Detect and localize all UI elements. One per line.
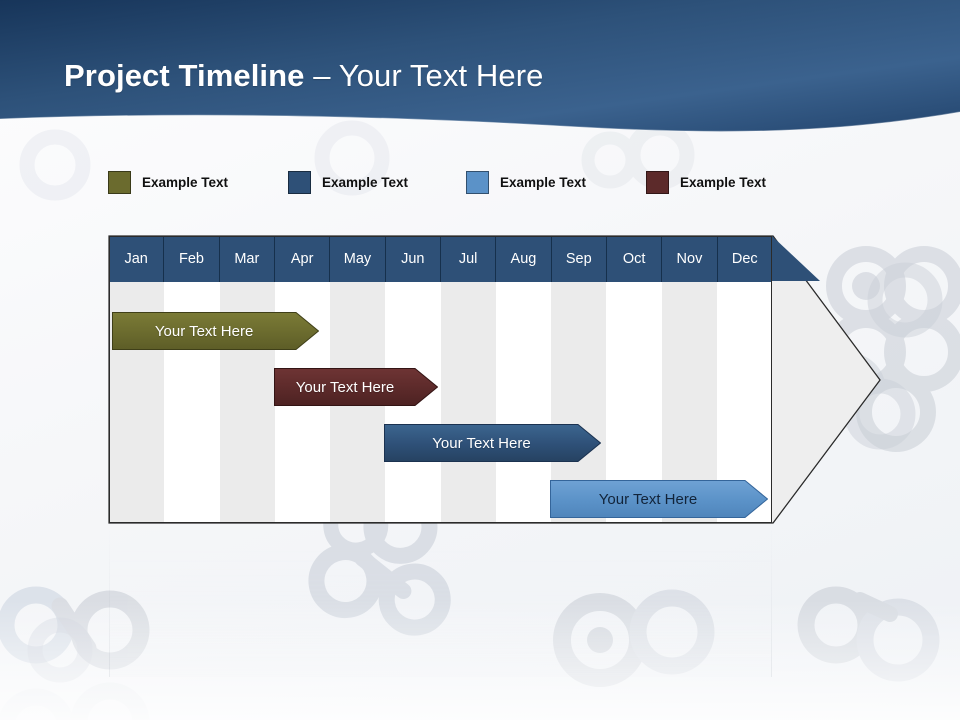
timeline-bars-layer: Your Text Here Your Text He [109, 282, 772, 523]
timeline-bar-1-shape [111, 312, 319, 350]
legend-item-4[interactable]: Example Text [646, 170, 767, 194]
timeline-bar-1[interactable]: Your Text Here [111, 312, 319, 350]
month-header-apr[interactable]: Apr [275, 236, 331, 282]
timeline-bar-4-shape [550, 480, 768, 518]
month-header-mar[interactable]: Mar [220, 236, 275, 282]
legend-label-1: Example Text [142, 174, 229, 190]
timeline-bar-1-label: Your Text Here [154, 322, 254, 340]
month-header-aug[interactable]: Aug [496, 236, 552, 282]
column-stripe-aug [495, 282, 551, 523]
legend-label-3: Example Text [500, 174, 587, 190]
timeline-bar-4-label: Your Text Here [598, 490, 698, 508]
legend-swatch-icon-2 [288, 170, 311, 194]
timeline-chart: Your Text Here Your Text He [108, 235, 881, 524]
page-title-regular: – Your Text Here [313, 58, 544, 93]
month-header-feb[interactable]: Feb [164, 236, 220, 282]
header-band [0, 0, 960, 140]
month-header-may[interactable]: May [330, 236, 386, 282]
month-header-dec[interactable]: Dec [731, 251, 758, 267]
month-header-sep[interactable]: Sep [552, 236, 607, 282]
legend-item-3[interactable]: Example Text [466, 170, 646, 194]
timeline-chart-body: Your Text Here Your Text He [109, 236, 772, 523]
legend-swatch-icon-4 [646, 170, 669, 194]
legend-item-1[interactable]: Example Text [108, 170, 288, 194]
month-header-jun[interactable]: Jun [386, 236, 441, 282]
timeline-bar-3-shape [384, 424, 601, 462]
legend-label-2: Example Text [322, 174, 409, 190]
chart-reflection-box [109, 527, 772, 677]
column-stripe-jul [440, 282, 496, 523]
chart-reflection [109, 527, 772, 677]
month-header-oct[interactable]: Oct [607, 236, 663, 282]
month-header-jan[interactable]: Jan [109, 236, 165, 282]
timeline-bar-3[interactable]: Your Text Here [384, 424, 601, 462]
page-title-bold: Project Timeline [64, 58, 305, 93]
page-title: Project Timeline – Your Text Here [64, 58, 543, 94]
timeline-bar-2-shape [274, 368, 438, 406]
timeline-bar-4[interactable]: Your Text Here [550, 480, 768, 518]
timeline-bar-2-label: Your Text Here [295, 378, 395, 396]
header-wave-shape [0, 0, 960, 133]
timeline-bar-2[interactable]: Your Text Here [274, 368, 438, 406]
legend: Example Text Example Text Example Text E… [108, 168, 828, 196]
month-header-nov[interactable]: Nov [662, 236, 718, 282]
month-header-jul[interactable]: Jul [441, 236, 497, 282]
timeline-bar-3-label: Your Text Here [432, 434, 531, 452]
timeline-month-header-row: Jan Feb Mar Apr May Jun Jul Aug Sep Oct … [109, 236, 772, 282]
legend-swatch-icon-1 [108, 170, 131, 194]
legend-swatch-icon-3 [466, 170, 489, 194]
legend-item-2[interactable]: Example Text [288, 170, 466, 194]
legend-label-4: Example Text [680, 174, 767, 190]
